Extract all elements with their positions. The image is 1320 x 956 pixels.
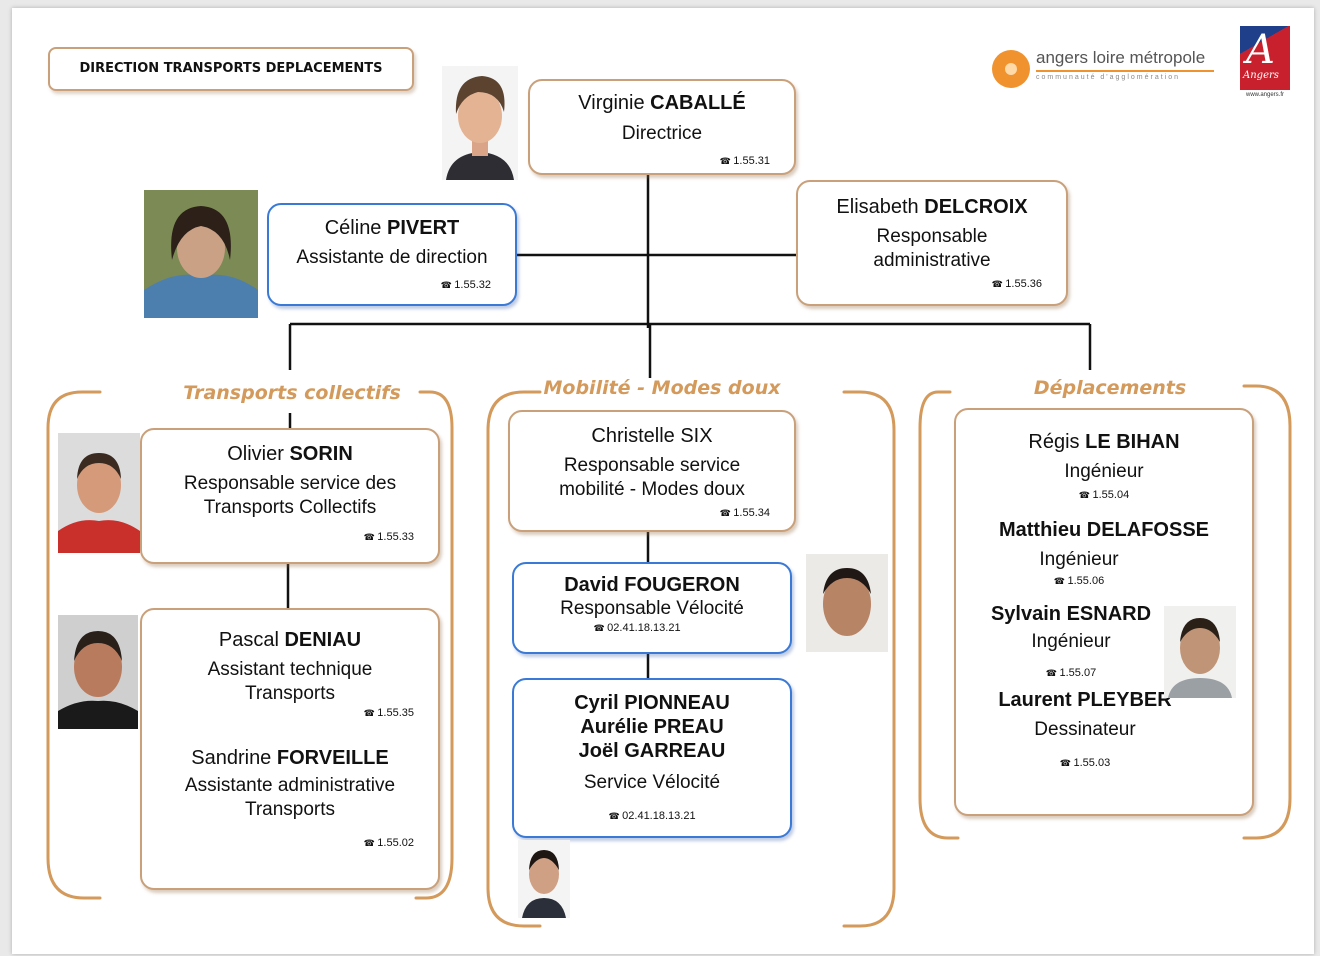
portrait-pascal-deniau [58, 615, 138, 729]
angers-city-url: www.angers.fr [1245, 92, 1284, 98]
logo-subtitle: communauté d'agglomération [1036, 74, 1181, 81]
bracket-tc-left [46, 390, 102, 900]
phone-extension: 1.55.06 [906, 574, 1252, 588]
person-name: Sandrine FORVEILLE [191, 747, 389, 769]
six-box: Christelle SIX Responsable service mobil… [508, 410, 796, 532]
angers-loire-metropole-logo: angers loire métropole communauté d'aggl… [992, 46, 1222, 94]
portrait-velocite-staff [518, 840, 570, 918]
person-role-line-2: Transports Collectifs [203, 497, 377, 518]
person-role: Ingénieur [1064, 461, 1144, 482]
phone-extension: 1.55.02 [142, 836, 438, 850]
person-name: Régis LE BIHAN [1028, 431, 1180, 453]
person-role-line-1: Responsable service des [183, 473, 397, 494]
person-role-line-2: Transports [244, 683, 336, 704]
person-role: Assistante de direction [296, 247, 488, 268]
phone-extension: 1.55.34 [510, 506, 794, 520]
person-name: Christelle SIX [591, 425, 713, 447]
bracket-dep-left [918, 390, 960, 840]
phone-extension: 1.55.32 [269, 278, 515, 292]
person-role: Ingénieur [1039, 549, 1119, 570]
person-name: Céline PIVERT [324, 217, 460, 239]
person-name: Matthieu DELAFOSSE [998, 519, 1210, 541]
portrait-david-fougeron [806, 554, 888, 652]
person-role-line-1: Assistant technique [207, 659, 373, 680]
direction-label: DIRECTION TRANSPORTS DEPLACEMENTS [48, 47, 414, 91]
portrait-sylvain-esnard [1164, 606, 1236, 698]
phone-extension: 1.55.03 [918, 756, 1252, 770]
phone-extension: 1.55.36 [798, 277, 1066, 291]
portrait-virginie-caballe [442, 66, 518, 180]
phone-number: 02.41.18.13.21 [514, 809, 790, 823]
person-role: Responsable Vélocité [560, 598, 744, 619]
person-role-line-1: Assistante administrative [184, 775, 396, 796]
person-name: Elisabeth DELCROIX [836, 196, 1028, 218]
person-role: Service Vélocité [583, 772, 721, 793]
person-name: Pascal DENIAU [218, 629, 362, 651]
person-role-line-2: administrative [873, 250, 991, 271]
person-name: Laurent PLEYBER [998, 689, 1172, 711]
phone-extension: 1.55.31 [530, 154, 794, 168]
phone-extension: 1.55.04 [956, 488, 1252, 502]
person-name: Virginie CABALLÉ [578, 92, 746, 114]
phone-extension: 1.55.07 [890, 666, 1252, 680]
bracket-dep-right [1242, 384, 1292, 840]
person-role: Directrice [621, 123, 703, 144]
section-title-deplacements: Déplacements [1033, 377, 1187, 399]
logo-name: angers loire métropole [1036, 48, 1206, 67]
velocite-name-1: Cyril PIONNEAU [574, 692, 730, 714]
director-box: Virginie CABALLÉ Directrice 1.55.31 [528, 79, 796, 175]
connector-lines [46, 173, 1292, 928]
deniau-forveille-box: Pascal DENIAU Assistant technique Transp… [140, 608, 440, 890]
deplacements-box: Régis LE BIHAN Ingénieur 1.55.04 Matthie… [954, 408, 1254, 816]
phone-number: 02.41.18.13.21 [514, 621, 790, 635]
person-role-line-1: Responsable service [563, 455, 741, 476]
fougeron-box: David FOUGERON Responsable Vélocité 02.4… [512, 562, 792, 654]
phone-extension: 1.55.33 [142, 530, 438, 544]
sorin-box: Olivier SORIN Responsable service des Tr… [140, 428, 440, 564]
bracket-md-left [486, 390, 542, 928]
section-title-mobilite-modes-doux: Mobilité - Modes doux [543, 377, 781, 399]
person-name: David FOUGERON [564, 574, 740, 596]
person-name: Olivier SORIN [227, 443, 353, 465]
assistant-box: Céline PIVERT Assistante de direction 1.… [267, 203, 517, 306]
person-role-line-2: Transports [244, 799, 336, 820]
portrait-celine-pivert [144, 190, 258, 318]
portrait-olivier-sorin [58, 433, 140, 553]
admin-box: Elisabeth DELCROIX Responsable administr… [796, 180, 1068, 306]
velocite-name-2: Aurélie PREAU [580, 716, 724, 738]
bracket-md-right [842, 390, 896, 928]
section-title-transports-collectifs: Transports collectifs [183, 382, 401, 404]
bracket-tc-right [414, 390, 454, 900]
person-role: Dessinateur [1034, 719, 1136, 740]
person-role-line-2: mobilité - Modes doux [559, 479, 745, 500]
logo-circle-icon [992, 50, 1030, 88]
phone-extension: 1.55.35 [142, 706, 438, 720]
person-name: Sylvain ESNARD [990, 603, 1152, 625]
angers-city-logo: A Angers www.angers.fr [1240, 26, 1290, 104]
angers-city-text: Angers [1243, 70, 1279, 81]
angers-a-icon: A [1246, 27, 1275, 73]
person-role-line-1: Responsable [876, 226, 988, 247]
velocite-name-3: Joël GARREAU [578, 740, 726, 762]
org-chart-page: DIRECTION TRANSPORTS DEPLACEMENTS angers… [12, 8, 1314, 954]
person-role: Ingénieur [1031, 631, 1111, 652]
velocite-box: Cyril PIONNEAU Aurélie PREAU Joël GARREA… [512, 678, 792, 838]
